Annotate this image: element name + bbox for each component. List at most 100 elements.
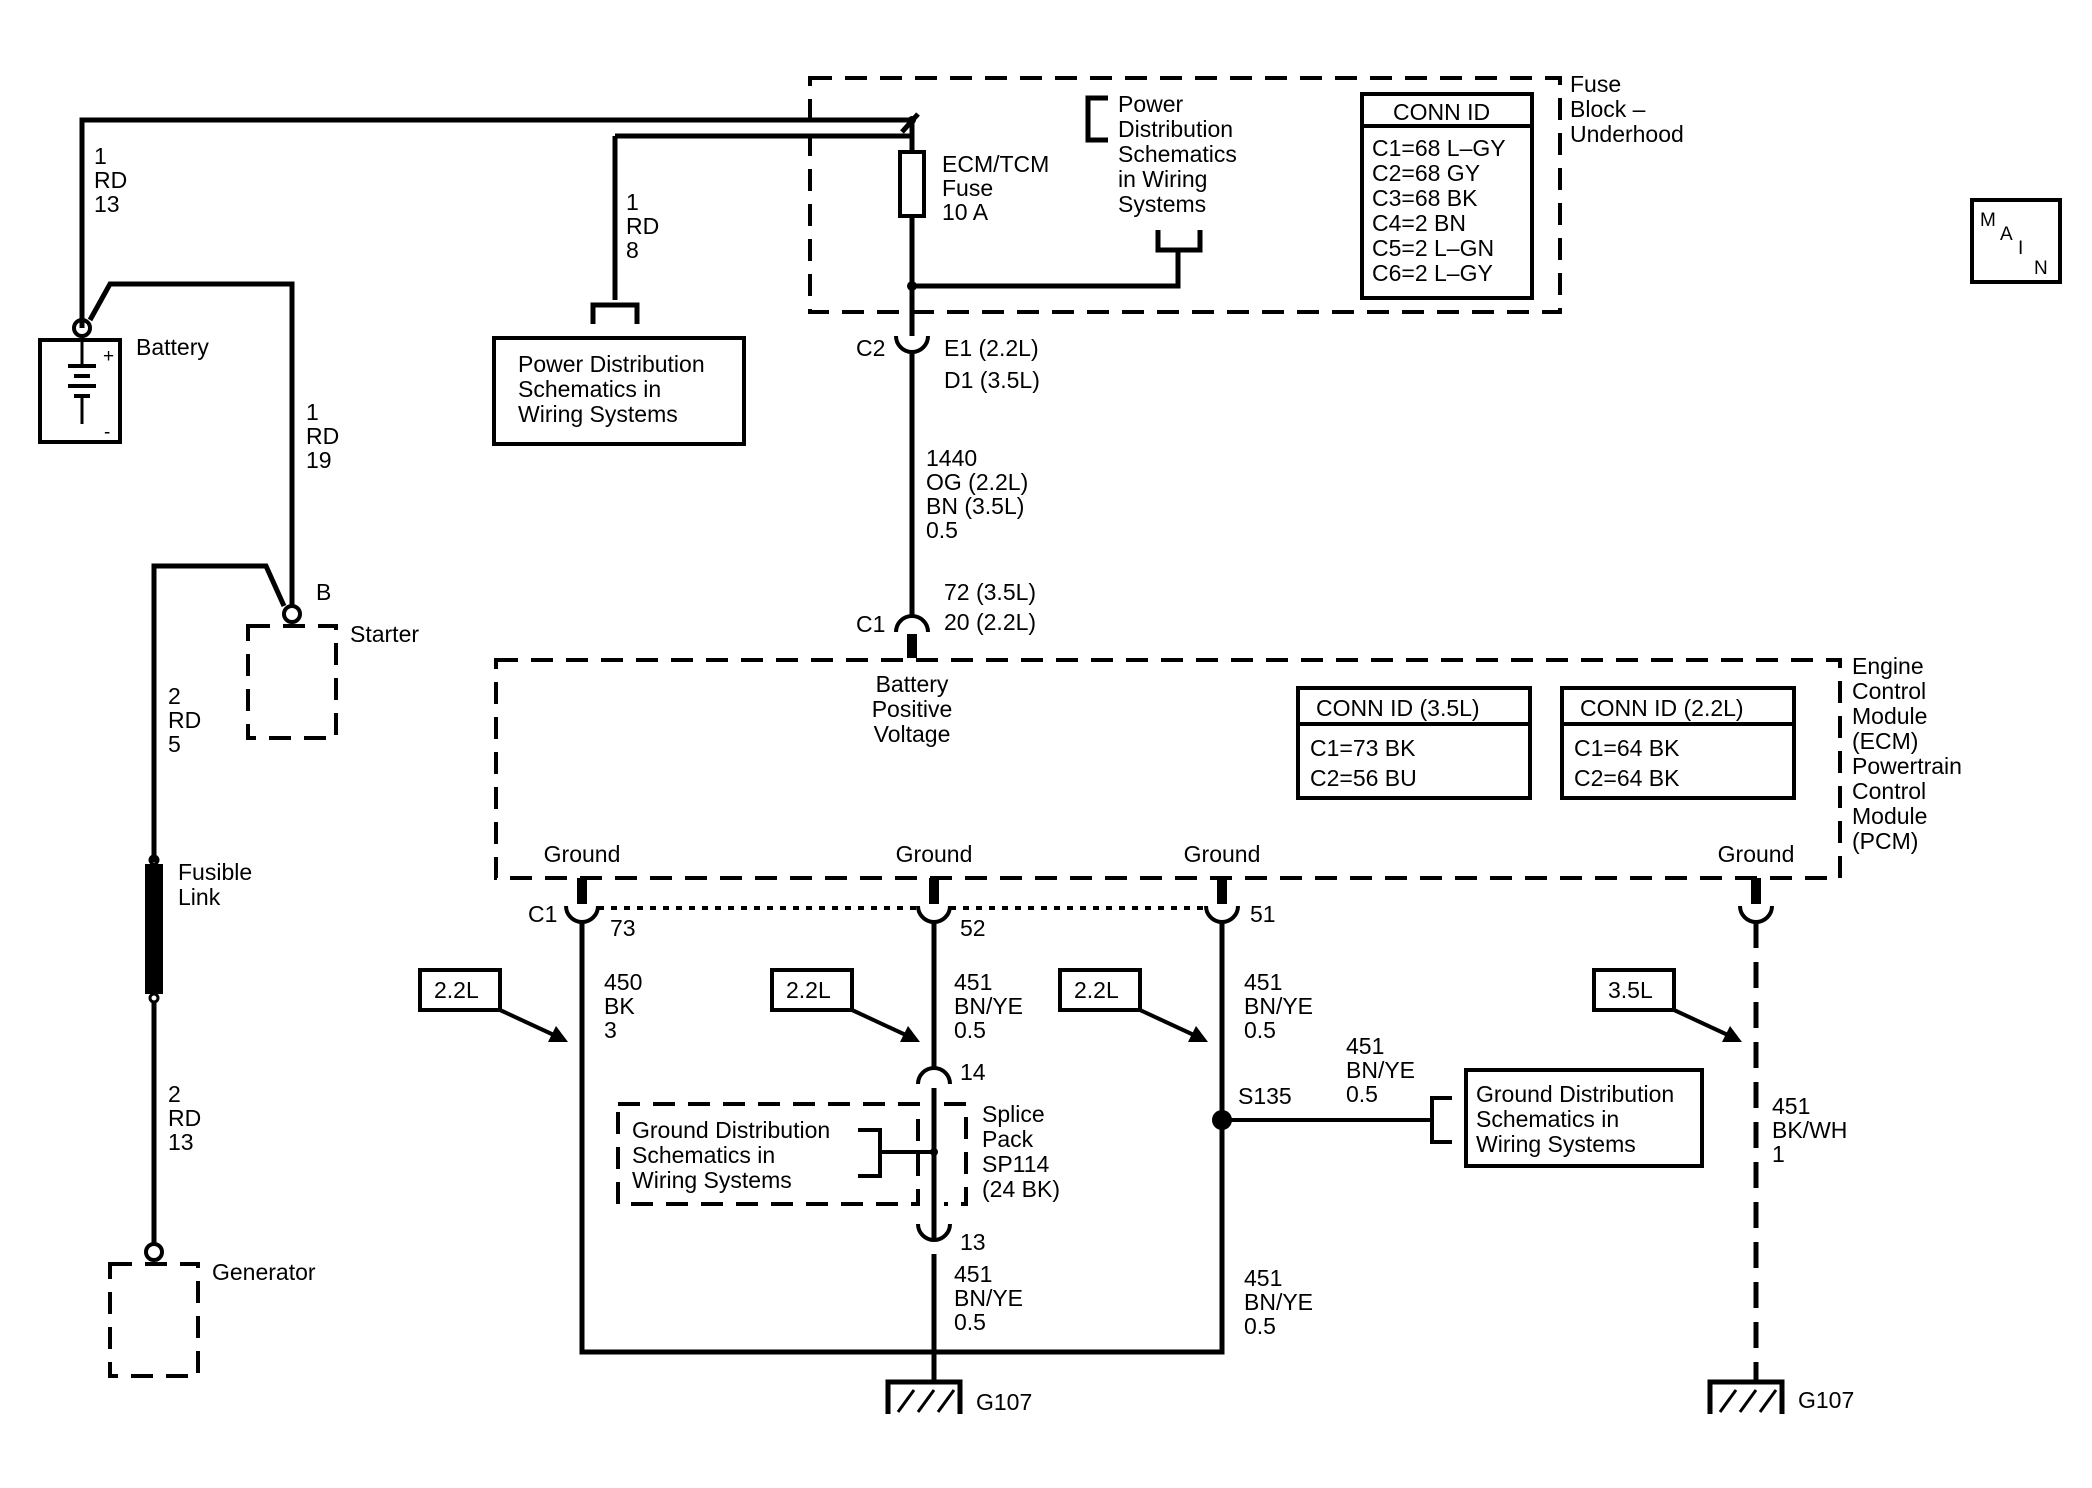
engine-tag-2: 2.2L (770, 968, 920, 1042)
svg-text:2: 2 (168, 683, 181, 709)
svg-text:Battery: Battery (136, 334, 209, 360)
wire-label-ecm-feed: 1440 OG (2.2L) BN (3.5L) 0.5 (926, 445, 1028, 543)
svg-text:C2: C2 (856, 335, 885, 361)
svg-text:72 (3.5L): 72 (3.5L) (944, 579, 1036, 605)
svg-text:Positive: Positive (872, 696, 953, 722)
svg-text:3: 3 (604, 1017, 617, 1043)
svg-text:S135: S135 (1238, 1083, 1292, 1109)
svg-text:Starter: Starter (350, 621, 419, 647)
svg-text:N: N (2034, 258, 2048, 279)
svg-text:2.2L: 2.2L (434, 977, 479, 1003)
wire-label-power-dist: 1 RD 8 (626, 189, 659, 263)
wire-label-link-upper: 2 RD 5 (168, 683, 201, 757)
svg-text:BN/YE: BN/YE (1244, 993, 1313, 1019)
svg-text:Underhood: Underhood (1570, 121, 1684, 147)
svg-text:1440: 1440 (926, 445, 977, 471)
svg-text:451: 451 (1244, 1265, 1282, 1291)
svg-text:ECM/TCM: ECM/TCM (942, 151, 1049, 177)
engine-tag-4: 3.5L (1592, 968, 1742, 1042)
battery: + - Battery (38, 318, 209, 444)
svg-text:RD: RD (168, 707, 201, 733)
ecm-tcm-fuse: ECM/TCM Fuse 10 A (898, 120, 1049, 336)
power-dist-stub (590, 136, 640, 324)
svg-text:Control: Control (1852, 778, 1926, 804)
svg-text:CONN ID (3.5L): CONN ID (3.5L) (1316, 695, 1480, 721)
svg-text:Voltage: Voltage (874, 721, 951, 747)
c1-connector: C1 72 (3.5L) 20 (2.2L) (856, 579, 1036, 658)
svg-text:2.2L: 2.2L (786, 977, 831, 1003)
svg-text:C1: C1 (528, 901, 557, 927)
svg-text:-: - (104, 422, 110, 443)
svg-text:8: 8 (626, 237, 639, 263)
c1-ground-connector: C1 73 52 51 (528, 901, 1276, 941)
svg-text:2.2L: 2.2L (1074, 977, 1119, 1003)
svg-text:451: 451 (1346, 1033, 1384, 1059)
svg-text:451: 451 (1244, 969, 1282, 995)
engine-tag-3: 2.2L (1058, 968, 1208, 1042)
svg-text:(ECM): (ECM) (1852, 728, 1918, 754)
svg-text:SP114: SP114 (982, 1151, 1050, 1177)
wire-label-g451-bottom: 451 BN/YE 0.5 (1244, 1265, 1313, 1339)
svg-text:C5=2 L–GN: C5=2 L–GN (1372, 235, 1494, 261)
svg-text:Module: Module (1852, 703, 1927, 729)
wire-label-g451-splice-out: 451 BN/YE 0.5 (954, 1261, 1023, 1335)
svg-text:Fuse: Fuse (1570, 71, 1621, 97)
engine-tag-1: 2.2L (418, 968, 568, 1042)
svg-text:0.5: 0.5 (1346, 1081, 1378, 1107)
ground-label-4: Ground (1718, 841, 1795, 867)
svg-text:C6=2 L–GY: C6=2 L–GY (1372, 260, 1493, 286)
svg-text:Schematics: Schematics (1118, 141, 1237, 167)
svg-text:1: 1 (1772, 1141, 1785, 1167)
svg-text:BN/YE: BN/YE (1244, 1289, 1313, 1315)
svg-text:Wiring Systems: Wiring Systems (1476, 1131, 1636, 1157)
svg-text:BK/WH: BK/WH (1772, 1117, 1847, 1143)
svg-text:5: 5 (168, 731, 181, 757)
svg-text:451: 451 (954, 969, 992, 995)
svg-text:Schematics in: Schematics in (518, 376, 661, 402)
svg-text:E1 (2.2L): E1 (2.2L) (944, 335, 1039, 361)
svg-text:RD: RD (626, 213, 659, 239)
wire-label-starter-feed: 1 RD 19 (306, 399, 339, 473)
svg-text:1: 1 (306, 399, 319, 425)
wire-label-g451-s135: 451 BN/YE 0.5 (1346, 1033, 1415, 1107)
svg-text:in Wiring: in Wiring (1118, 166, 1207, 192)
ground-wire-451-right (934, 922, 1225, 1355)
ecm-conn-id-22l-table: CONN ID (2.2L) C1=64 BK C2=64 BK (1560, 686, 1796, 800)
wire-label-battery-feed: 1 RD 13 (94, 143, 127, 217)
svg-text:RD: RD (306, 423, 339, 449)
svg-text:RD: RD (168, 1105, 201, 1131)
svg-text:51: 51 (1250, 901, 1276, 927)
svg-text:20 (2.2L): 20 (2.2L) (944, 609, 1036, 635)
svg-text:Control: Control (1852, 678, 1926, 704)
svg-text:19: 19 (306, 447, 332, 473)
svg-text:C2=68 GY: C2=68 GY (1372, 160, 1480, 186)
c2-connector: C2 E1 (2.2L) D1 (3.5L) (856, 335, 1040, 618)
svg-text:Fusible: Fusible (178, 859, 252, 885)
svg-text:C2=64 BK: C2=64 BK (1574, 765, 1680, 791)
svg-text:13: 13 (94, 191, 120, 217)
svg-text:(PCM): (PCM) (1852, 828, 1918, 854)
svg-text:BN/YE: BN/YE (954, 993, 1023, 1019)
svg-text:B: B (316, 579, 331, 605)
svg-text:14: 14 (960, 1059, 986, 1085)
svg-text:13: 13 (960, 1229, 986, 1255)
svg-text:C1=73 BK: C1=73 BK (1310, 735, 1416, 761)
svg-text:Pack: Pack (982, 1126, 1034, 1152)
svg-text:Splice: Splice (982, 1101, 1045, 1127)
svg-text:Generator: Generator (212, 1259, 316, 1285)
svg-text:Schematics in: Schematics in (1476, 1106, 1619, 1132)
svg-text:1: 1 (626, 189, 639, 215)
fuse-block-conn-id-table: CONN ID C1=68 L–GY C2=68 GY C3=68 BK C4=… (1360, 92, 1534, 300)
svg-text:RD: RD (94, 167, 127, 193)
svg-text:52: 52 (960, 915, 986, 941)
svg-text:BK: BK (604, 993, 635, 1019)
svg-text:Power: Power (1118, 91, 1184, 117)
svg-text:Powertrain: Powertrain (1852, 753, 1962, 779)
splice-s135: S135 (1212, 1083, 1452, 1144)
ecm-pcm-module: Engine Control Module (ECM) Powertrain C… (494, 653, 1962, 880)
top-bus-wire (79, 117, 915, 328)
svg-text:Battery: Battery (876, 671, 949, 697)
battery-starter-wire (87, 281, 295, 606)
svg-text:C2=56 BU: C2=56 BU (1310, 765, 1417, 791)
